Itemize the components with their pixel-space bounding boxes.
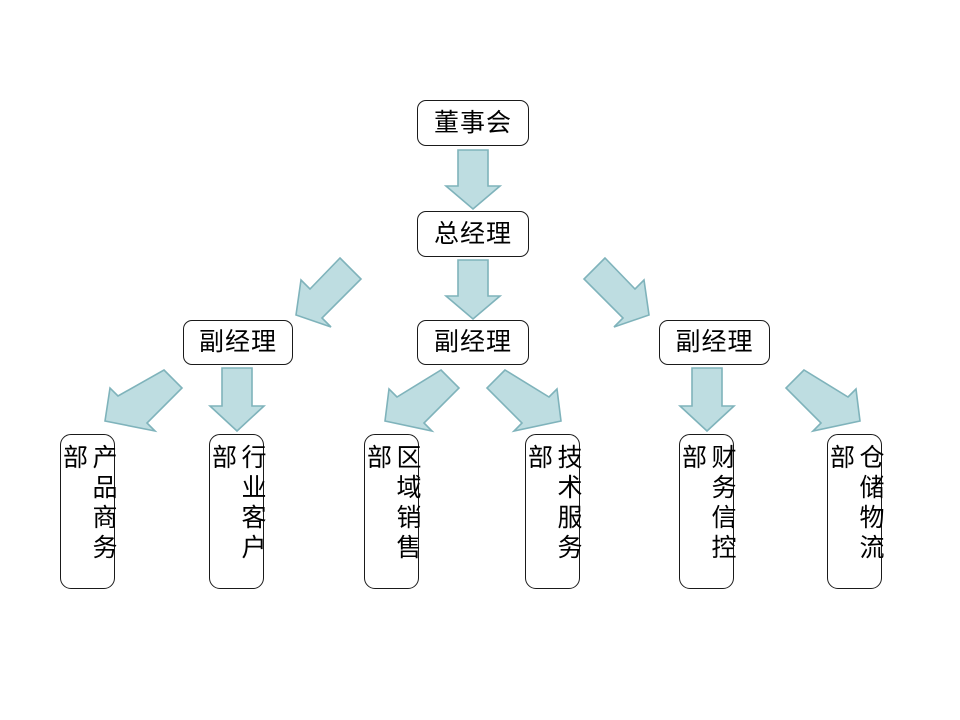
arrow-dgm-left-to-product xyxy=(104,369,184,433)
arrow-dgm-center-to-regional xyxy=(384,368,461,433)
node-dept-product-business-label: 产品商务部 xyxy=(59,444,117,564)
node-deputy-manager-right-label: 副经理 xyxy=(675,329,754,356)
node-deputy-manager-left[interactable]: 副经理 xyxy=(183,320,293,365)
arrow-gm-to-dgm-right xyxy=(582,256,650,328)
arrow-dgm-right-to-logistics xyxy=(784,368,861,433)
arrow-dgm-right-to-finance xyxy=(677,367,737,433)
node-dept-finance-credit-control-label: 财务信控部 xyxy=(678,444,736,564)
arrow-board-to-gm xyxy=(443,149,503,211)
arrow-gm-to-dgm-center xyxy=(443,259,503,321)
node-deputy-manager-center-label: 副经理 xyxy=(433,329,512,356)
node-dept-regional-sales[interactable]: 区域销售部 xyxy=(363,434,421,589)
arrow-dgm-center-to-tech xyxy=(485,368,562,433)
node-deputy-manager-right[interactable]: 副经理 xyxy=(659,320,770,365)
node-dept-industry-customer[interactable]: 行业客户部 xyxy=(208,434,266,589)
node-board-label: 董事会 xyxy=(433,109,512,137)
node-dept-industry-customer-label: 行业客户部 xyxy=(208,444,266,564)
node-dept-regional-sales-label: 区域销售部 xyxy=(363,444,421,564)
arrow-dgm-left-to-industry xyxy=(207,367,267,433)
node-dept-product-business[interactable]: 产品商务部 xyxy=(59,434,117,589)
node-general-manager-label: 总经理 xyxy=(433,220,512,248)
node-dept-finance-credit-control[interactable]: 财务信控部 xyxy=(678,434,736,589)
arrow-gm-to-dgm-left xyxy=(295,256,363,328)
node-dept-warehouse-logistics[interactable]: 仓储物流部 xyxy=(826,434,884,589)
node-deputy-manager-center[interactable]: 副经理 xyxy=(417,320,529,365)
node-dept-technical-service-label: 技术服务部 xyxy=(524,444,582,564)
node-general-manager[interactable]: 总经理 xyxy=(417,211,529,257)
node-board[interactable]: 董事会 xyxy=(417,100,529,146)
node-dept-warehouse-logistics-label: 仓储物流部 xyxy=(826,444,884,564)
node-deputy-manager-left-label: 副经理 xyxy=(198,329,277,356)
node-dept-technical-service[interactable]: 技术服务部 xyxy=(524,434,582,589)
